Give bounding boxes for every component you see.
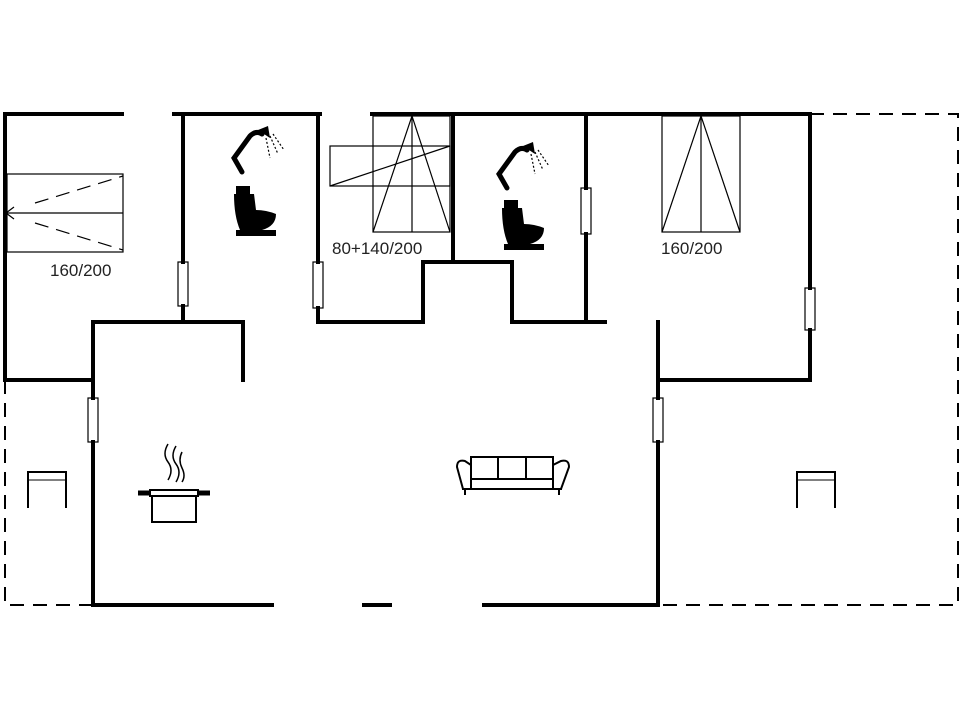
terrace-left	[4, 380, 93, 606]
garden-chair-icon	[27, 471, 67, 508]
shower-icon	[496, 142, 550, 191]
terrace-right	[658, 113, 959, 606]
bed-label-right: 160/200	[661, 239, 722, 258]
sofa-icon	[455, 456, 571, 495]
bed-label-middle: 80+140/200	[332, 239, 422, 258]
toilet-icon	[234, 186, 276, 236]
bed-label-left: 160/200	[50, 261, 111, 280]
bed-left	[5, 173, 124, 253]
walls	[3, 112, 812, 607]
bed-middle	[329, 115, 451, 233]
garden-chair-icon	[796, 471, 836, 508]
bed-right	[661, 115, 741, 233]
shower-icon	[231, 126, 285, 175]
cooking-pot-icon	[138, 443, 210, 523]
openings	[87, 187, 816, 443]
toilet-icon	[502, 200, 544, 250]
